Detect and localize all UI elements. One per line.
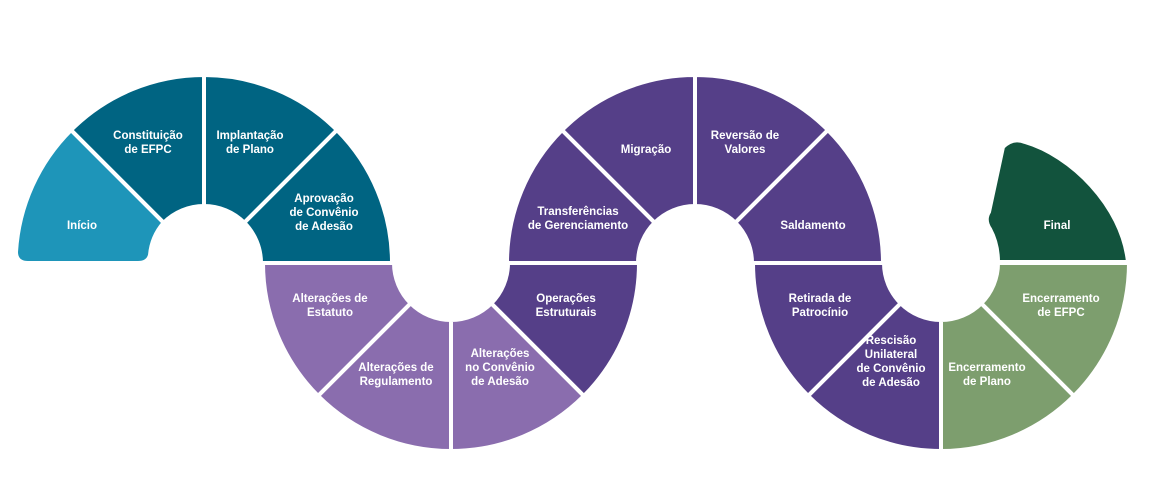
segment-inicio[interactable] — [14, 128, 166, 265]
label-implantacao-plano: Implantação de Plano — [216, 130, 283, 156]
segment-reversao-valores[interactable] — [693, 73, 830, 225]
label-line: Unilateral — [865, 349, 917, 361]
label-retirada-patrocinio: Retirada de Patrocínio — [789, 293, 852, 319]
label-saldamento: Saldamento — [780, 220, 845, 232]
label-line: de EFPC — [1037, 307, 1084, 319]
label-line: Encerramento — [948, 362, 1025, 374]
label-line: Implantação — [216, 130, 283, 142]
label-line: Alterações — [471, 348, 530, 360]
label-encerramento-plano: Encerramento de Plano — [948, 362, 1025, 388]
segment-constituicao-efpc[interactable] — [69, 73, 206, 225]
segment-encerramento-efpc[interactable] — [979, 261, 1131, 398]
label-line: Transferências — [537, 206, 618, 218]
label-line: Regulamento — [360, 376, 433, 388]
label-line: Estruturais — [536, 307, 597, 319]
label-migracao: Migração — [621, 144, 672, 156]
label-constituicao-efpc: Constituição de EFPC — [113, 130, 183, 156]
segment-alteracoes-estatuto[interactable] — [261, 261, 413, 398]
segment-implantacao-plano[interactable] — [202, 73, 339, 225]
segment-alteracoes-regulamento[interactable] — [316, 301, 453, 453]
label-line: Início — [67, 220, 97, 232]
label-transferencias-gerenciamento: Transferências de Gerenciamento — [528, 206, 628, 232]
label-line: Final — [1044, 220, 1071, 232]
segment-encerramento-plano[interactable] — [939, 301, 1076, 453]
label-line: Retirada de — [789, 293, 852, 305]
label-line: de Adesão — [862, 377, 920, 389]
segment-transferencias-gerenciamento[interactable] — [505, 128, 657, 265]
label-line: Rescisão — [866, 335, 917, 347]
label-line: Migração — [621, 144, 672, 156]
segment-aprovacao-convenio[interactable] — [242, 128, 394, 265]
segment-operacoes-estruturais[interactable] — [489, 261, 641, 398]
label-inicio: Início — [67, 220, 97, 232]
label-line: Aprovação — [294, 193, 353, 205]
segment-migracao[interactable] — [560, 73, 697, 225]
label-line: de Adesão — [471, 376, 529, 388]
label-line: de Plano — [963, 376, 1011, 388]
label-line: de Adesão — [295, 221, 353, 233]
label-encerramento-efpc: Encerramento de EFPC — [1022, 293, 1099, 319]
label-line: Valores — [725, 144, 766, 156]
label-line: Alterações de — [358, 362, 433, 374]
segment-retirada-patrocinio[interactable] — [751, 261, 903, 398]
segment-final[interactable] — [984, 138, 1130, 264]
label-line: de Convênio — [289, 207, 358, 219]
label-alteracoes-estatuto: Alterações de Estatuto — [292, 293, 367, 319]
label-line: no Convênio — [465, 362, 535, 374]
label-line: Saldamento — [780, 220, 845, 232]
label-line: Constituição — [113, 130, 183, 142]
label-reversao-valores: Reversão de Valores — [711, 130, 779, 156]
label-alteracoes-convenio: Alterações no Convênio de Adesão — [465, 348, 535, 388]
label-line: Operações — [536, 293, 595, 305]
label-line: de Plano — [226, 144, 274, 156]
label-alteracoes-regulamento: Alterações de Regulamento — [358, 362, 433, 388]
label-line: Encerramento — [1022, 293, 1099, 305]
label-line: de EFPC — [124, 144, 171, 156]
label-line: Patrocínio — [792, 307, 848, 319]
segment-alteracoes-convenio[interactable] — [449, 301, 586, 453]
label-line: de Convênio — [856, 363, 925, 375]
label-aprovacao-convenio: Aprovação de Convênio de Adesão — [289, 193, 358, 233]
segment-rescisao-unilateral[interactable] — [806, 301, 943, 453]
label-final: Final — [1044, 220, 1071, 232]
label-line: Reversão de — [711, 130, 779, 142]
label-line: de Gerenciamento — [528, 220, 628, 232]
label-line: Alterações de — [292, 293, 367, 305]
segment-saldamento[interactable] — [733, 128, 885, 265]
label-line: Estatuto — [307, 307, 353, 319]
